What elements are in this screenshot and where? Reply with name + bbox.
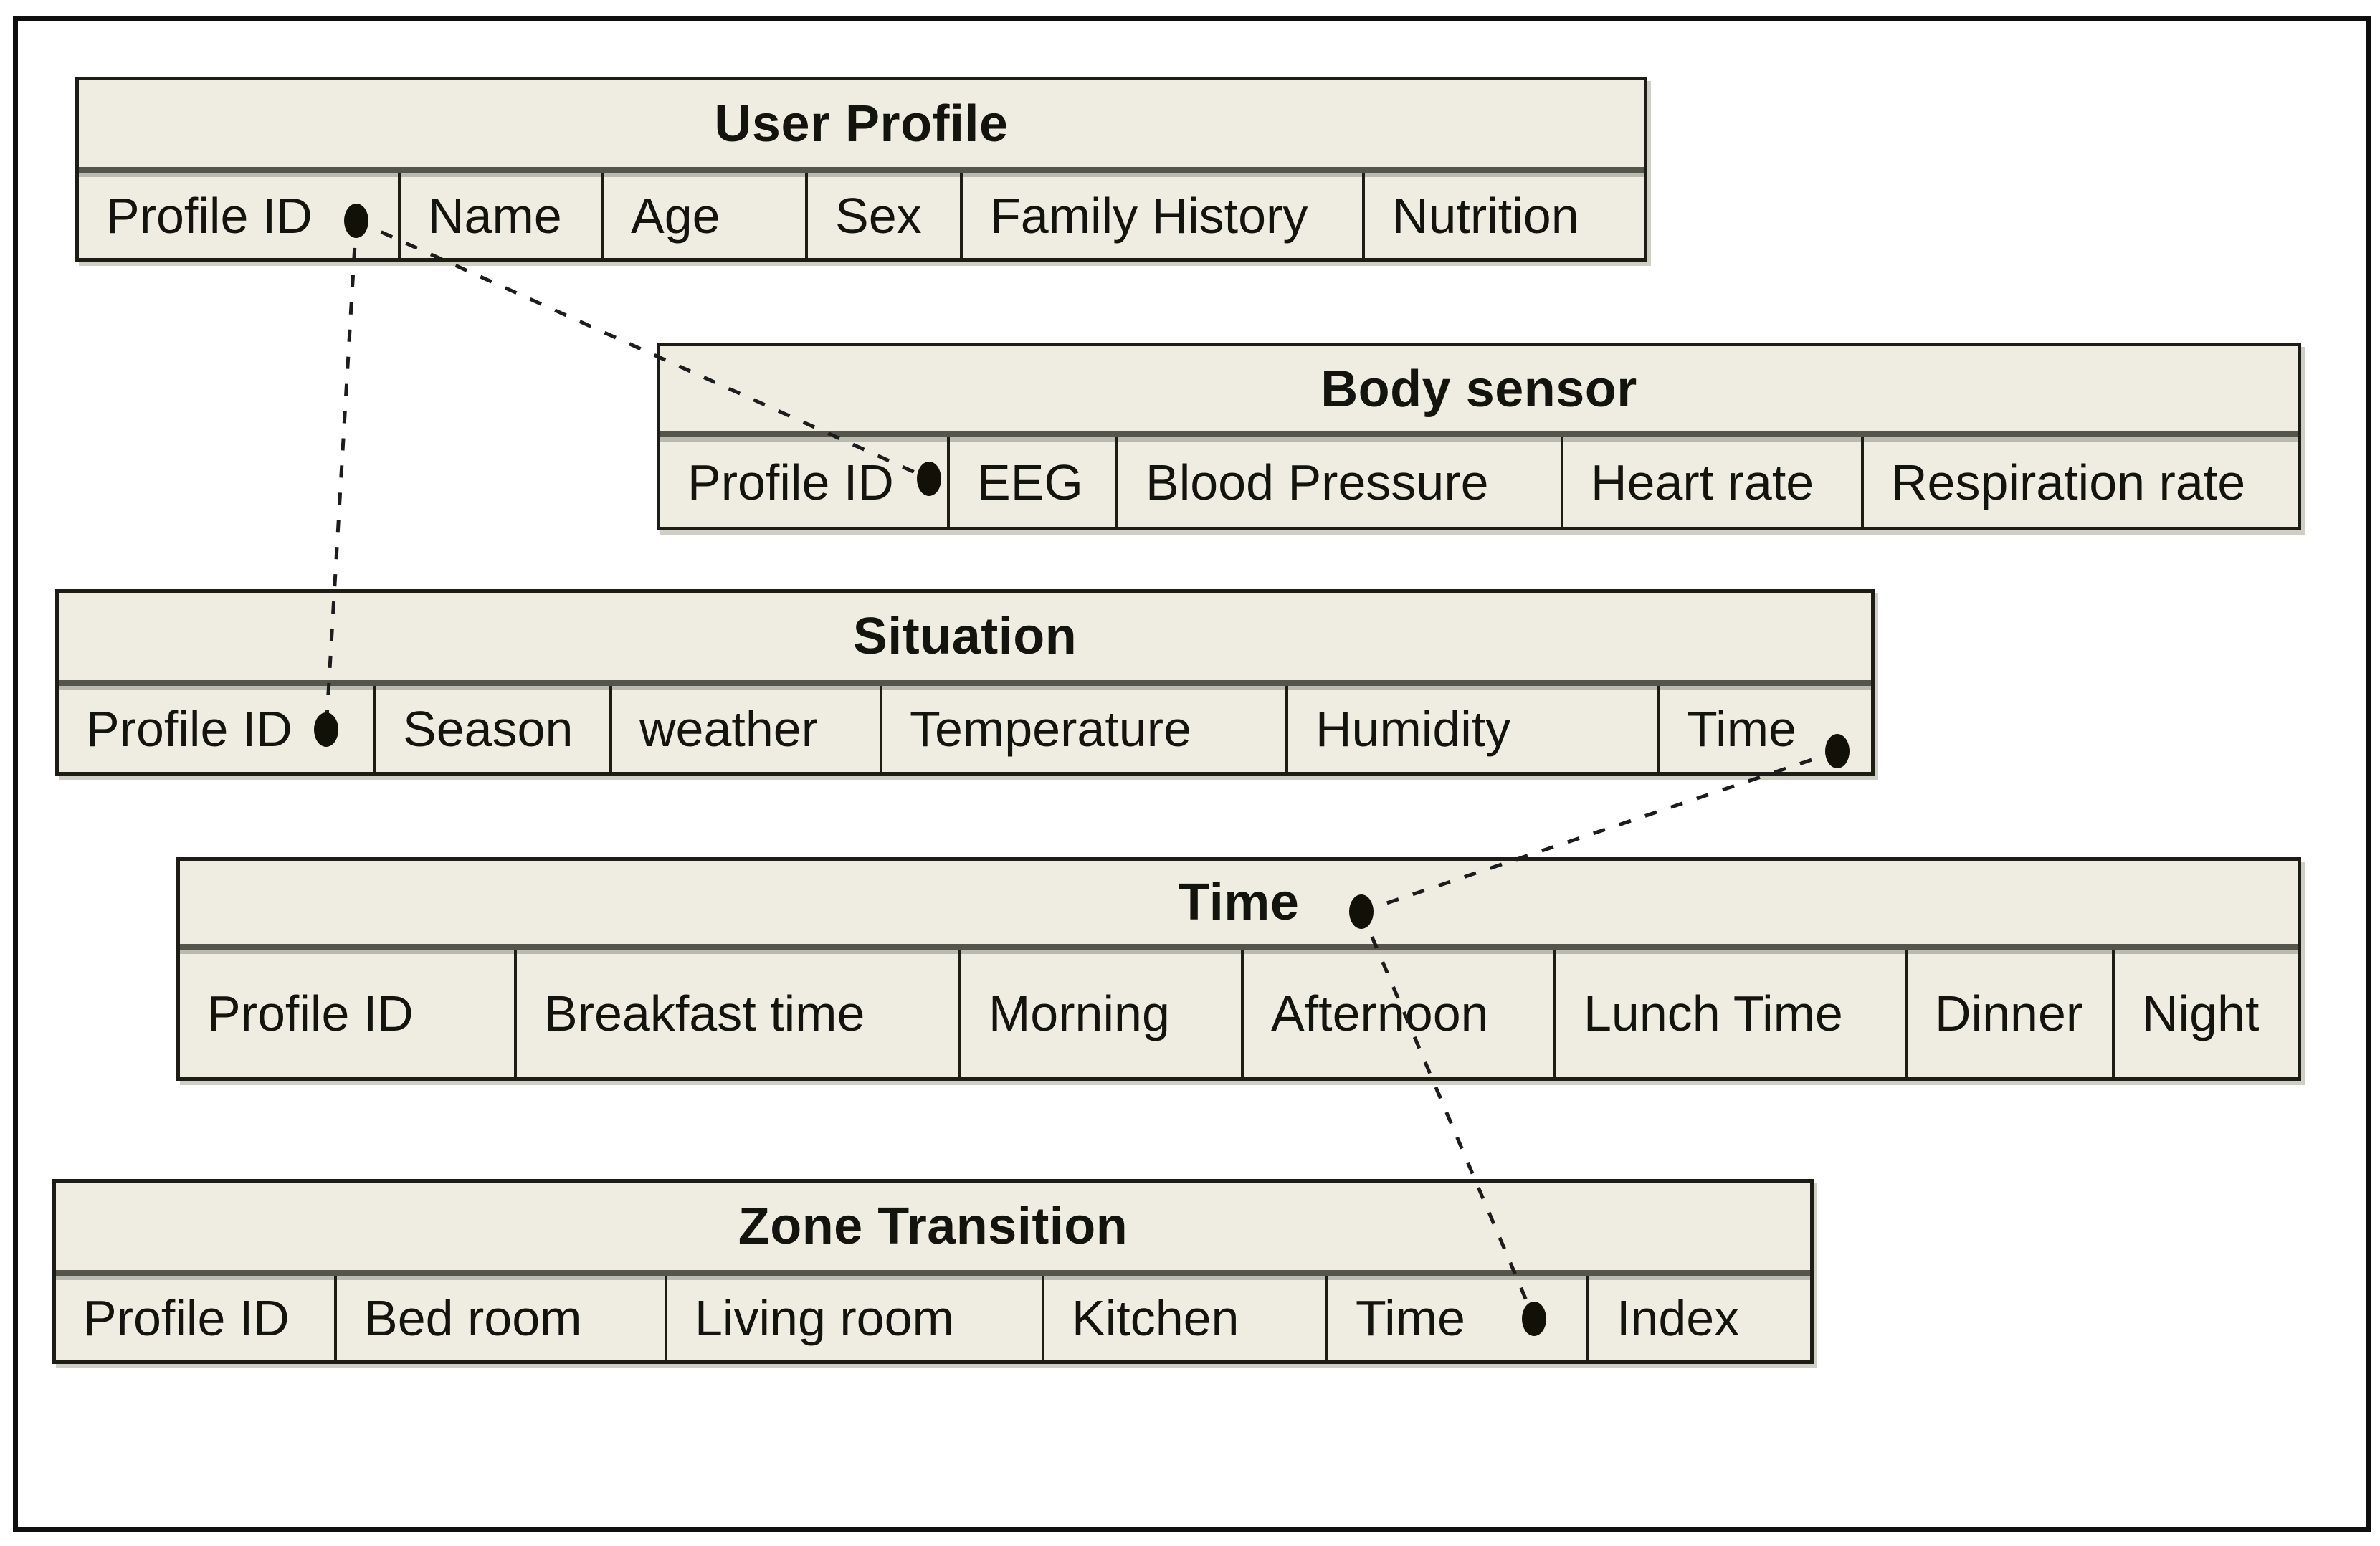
- situation-title: Situation: [59, 593, 1871, 686]
- situation-col-profile-id: Profile ID: [59, 686, 376, 772]
- user-profile-col-name: Name: [401, 173, 604, 258]
- time-col-lunch-time: Lunch Time: [1556, 950, 1908, 1077]
- user-profile-col-nutrition: Nutrition: [1392, 187, 1579, 244]
- time-col-breakfast-time: Breakfast time: [517, 950, 961, 1077]
- zone-transition-table: Zone Transition Profile ID Bed room Livi…: [52, 1179, 1814, 1364]
- time-col-dinner: Dinner: [1908, 950, 2115, 1077]
- body-sensor-table: Body sensor Profile ID EEG Blood Pressur…: [657, 343, 2301, 530]
- time-col-night: Night: [2142, 986, 2260, 1041]
- zone-transition-col-living-room: Living room: [667, 1276, 1044, 1360]
- user-profile-col-profile-id: Profile ID: [79, 173, 401, 258]
- situation-col-weather: weather: [612, 686, 882, 772]
- body-sensor-col-blood-pressure: Blood Pressure: [1118, 437, 1563, 527]
- zone-transition-columns: Profile ID Bed room Living room Kitchen …: [56, 1276, 1810, 1360]
- user-profile-columns: Profile ID Name Age Sex Family History N…: [79, 173, 1644, 258]
- situation-col-temperature: Temperature: [882, 686, 1288, 772]
- user-profile-col-age: Age: [604, 173, 808, 258]
- body-sensor-col-heart-rate: Heart rate: [1563, 437, 1864, 527]
- zone-transition-col-profile-id: Profile ID: [56, 1276, 337, 1360]
- user-profile-col-family-history: Family History: [963, 173, 1365, 258]
- user-profile-table: User Profile Profile ID Name Age Sex Fam…: [75, 77, 1647, 262]
- time-col-profile-id: Profile ID: [180, 950, 517, 1077]
- situation-col-time: Time: [1687, 701, 1796, 757]
- situation-col-humidity: Humidity: [1288, 686, 1660, 772]
- time-table: Time Profile ID Breakfast time Morning A…: [176, 857, 2301, 1081]
- situation-table: Situation Profile ID Season weather Temp…: [55, 589, 1875, 776]
- user-profile-title: User Profile: [79, 80, 1644, 173]
- situation-col-season: Season: [376, 686, 612, 772]
- zone-transition-col-index: Index: [1617, 1290, 1740, 1346]
- body-sensor-columns: Profile ID EEG Blood Pressure Heart rate…: [660, 437, 2298, 527]
- body-sensor-col-profile-id: Profile ID: [660, 437, 950, 527]
- body-sensor-col-eeg: EEG: [950, 437, 1118, 527]
- time-col-morning: Morning: [961, 950, 1244, 1077]
- zone-transition-col-kitchen: Kitchen: [1044, 1276, 1328, 1360]
- time-columns: Profile ID Breakfast time Morning Aftern…: [180, 950, 2298, 1077]
- user-profile-col-sex: Sex: [808, 173, 963, 258]
- body-sensor-col-respiration-rate: Respiration rate: [1891, 454, 2246, 510]
- zone-transition-col-bed-room: Bed room: [337, 1276, 667, 1360]
- body-sensor-title: Body sensor: [660, 346, 2298, 437]
- zone-transition-title: Zone Transition: [56, 1183, 1810, 1276]
- time-col-afternoon: Afternoon: [1244, 950, 1556, 1077]
- zone-transition-col-time: Time: [1328, 1276, 1589, 1360]
- situation-columns: Profile ID Season weather Temperature Hu…: [59, 686, 1871, 772]
- time-title: Time: [180, 861, 2298, 950]
